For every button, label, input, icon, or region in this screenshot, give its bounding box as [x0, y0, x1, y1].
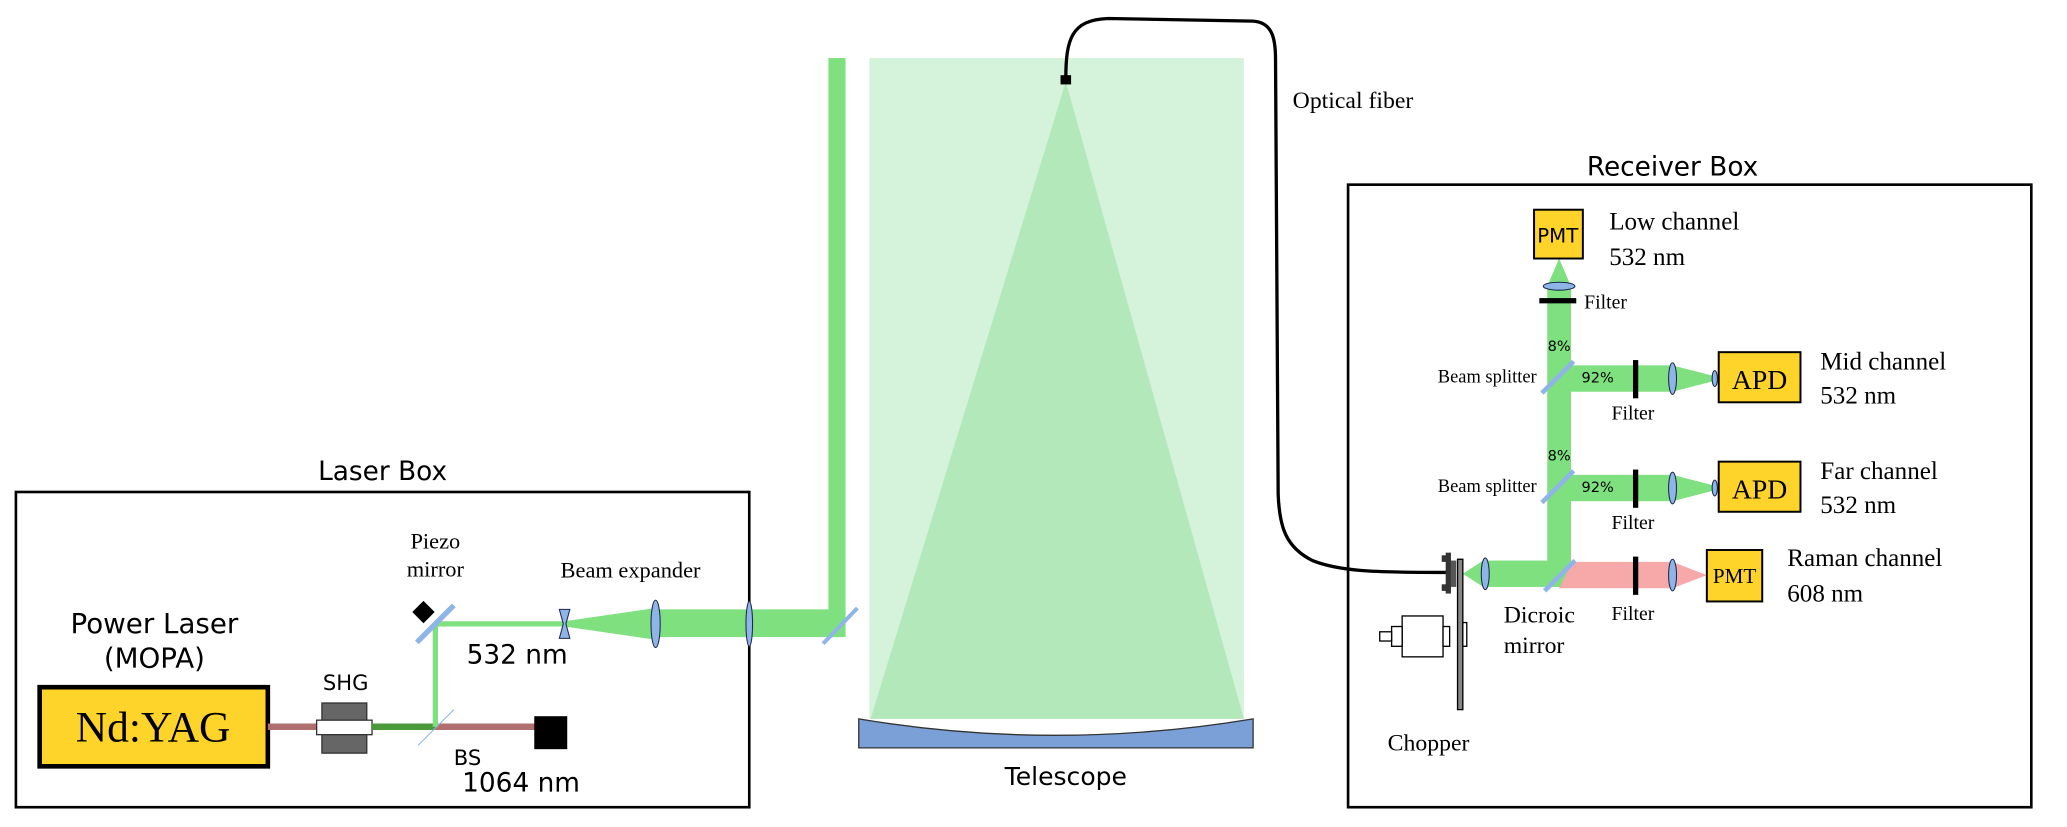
concave-lens	[558, 608, 571, 639]
mopa-label: (MOPA)	[104, 641, 205, 674]
far-detector-label: APD	[1732, 474, 1787, 505]
raman-channel-name: Raman channel	[1787, 545, 1942, 572]
dicroic-mirror-label: mirror	[1504, 633, 1565, 659]
low-channel-wavelength: 532 nm	[1609, 244, 1685, 271]
beam-splitter-1	[1540, 359, 1576, 395]
steering-mirror	[821, 606, 859, 646]
low-lens	[1542, 281, 1576, 291]
beam-splitter-1-label: Beam splitter	[1438, 367, 1537, 387]
chopper	[1379, 558, 1468, 711]
ir-wavelength-label: 1064 nm	[462, 768, 580, 798]
fiber-connector	[1441, 552, 1457, 594]
receiver-box-frame	[1346, 183, 2033, 809]
far-channel-name: Far channel	[1820, 458, 1938, 485]
far-lens	[1668, 471, 1678, 505]
receiver-box-title: Receiver Box	[1587, 152, 1758, 182]
dicroic-mirror	[1542, 558, 1577, 593]
mid-channel-wavelength: 532 nm	[1820, 383, 1896, 410]
collimating-lens	[1480, 557, 1490, 591]
raman-filter-label: Filter	[1612, 603, 1655, 625]
mid-focus-lens	[1711, 370, 1718, 387]
far-channel-wavelength: 532 nm	[1820, 492, 1896, 519]
beam-expander-label: Beam expander	[561, 558, 702, 583]
mid-channel-name: Mid channel	[1820, 348, 1946, 375]
telescope-primary-mirror	[858, 718, 1254, 749]
raman-cone	[1672, 561, 1707, 589]
transmit-pct-2: 92%	[1582, 480, 1614, 496]
mid-filter	[1632, 360, 1639, 399]
mid-filter-label: Filter	[1612, 402, 1655, 424]
nd-yag-laser	[37, 684, 271, 769]
receiver-box: Receiver Box Chopper	[1346, 152, 2033, 809]
outgoing-beam	[828, 58, 846, 638]
nd-yag-label: Nd:YAG	[76, 703, 231, 751]
far-apd-detector	[1717, 460, 1802, 513]
low-filter-label: Filter	[1584, 292, 1627, 314]
low-pmt-detector	[1533, 208, 1584, 260]
raman-beam	[1559, 561, 1673, 589]
exit-window	[745, 600, 754, 647]
chopper-blade	[1456, 558, 1464, 711]
low-channel-name: Low channel	[1609, 209, 1739, 236]
mid-lens	[1668, 362, 1678, 395]
far-focus-lens	[1711, 479, 1718, 497]
low-detector-label: PMT	[1537, 225, 1579, 248]
raman-lens	[1668, 558, 1678, 592]
beam-splitter-mirror	[417, 709, 455, 746]
beam-splitter-2-label: Beam splitter	[1438, 476, 1537, 496]
shg-label: SHG	[323, 670, 369, 695]
laser-box-title: Laser Box	[318, 457, 447, 487]
mirror-label: mirror	[407, 556, 465, 581]
bs-label: BS	[454, 745, 482, 770]
fiber-tip	[1060, 75, 1072, 85]
chopper-motor	[1401, 615, 1444, 658]
expanding-beam	[564, 608, 656, 640]
raman-channel-wavelength: 608 nm	[1787, 580, 1863, 607]
mid-detector-label: APD	[1732, 364, 1787, 395]
mid-apd-detector	[1717, 351, 1802, 404]
power-laser-label: Power Laser	[71, 607, 239, 640]
reflect-pct-1: 8%	[1548, 339, 1571, 355]
fiber-label: Optical fiber	[1293, 88, 1414, 114]
dicroic-label: Dicroic	[1504, 603, 1575, 629]
raman-filter	[1632, 556, 1639, 595]
piezo-label: Piezo	[410, 529, 460, 554]
green-wavelength-label: 532 nm	[467, 640, 568, 670]
low-filter	[1539, 298, 1577, 304]
laser-box: Laser Box Power Laser (MOPA) Nd:YAG SHG …	[14, 58, 859, 809]
shg-crystal	[315, 702, 373, 754]
telescope-label: Telescope	[1004, 762, 1127, 791]
far-filter	[1632, 469, 1639, 508]
mid-channel-cone	[1672, 365, 1714, 392]
fiber-output-cone	[1462, 559, 1486, 589]
laser-box-frame	[14, 490, 751, 809]
far-channel-cone	[1672, 474, 1714, 502]
telescope-light-cone	[870, 81, 1244, 719]
vertical-beam	[1547, 286, 1571, 587]
telescope: Telescope	[858, 58, 1254, 791]
piezo-mirror	[415, 603, 456, 645]
raman-detector-label: PMT	[1713, 564, 1756, 588]
beam-splitter-2	[1540, 469, 1576, 505]
beam-dump	[534, 716, 568, 750]
mid-channel-beam	[1559, 365, 1673, 392]
reflect-pct-2: 8%	[1548, 448, 1571, 464]
far-filter-label: Filter	[1612, 512, 1655, 534]
convex-lens	[650, 599, 661, 649]
low-channel-cone	[1547, 258, 1571, 287]
transmit-pct-1: 92%	[1582, 371, 1614, 387]
chopper-label: Chopper	[1388, 730, 1470, 756]
raman-pmt-detector	[1705, 549, 1764, 603]
piezo-actuator	[412, 600, 435, 624]
far-channel-beam	[1559, 474, 1673, 502]
